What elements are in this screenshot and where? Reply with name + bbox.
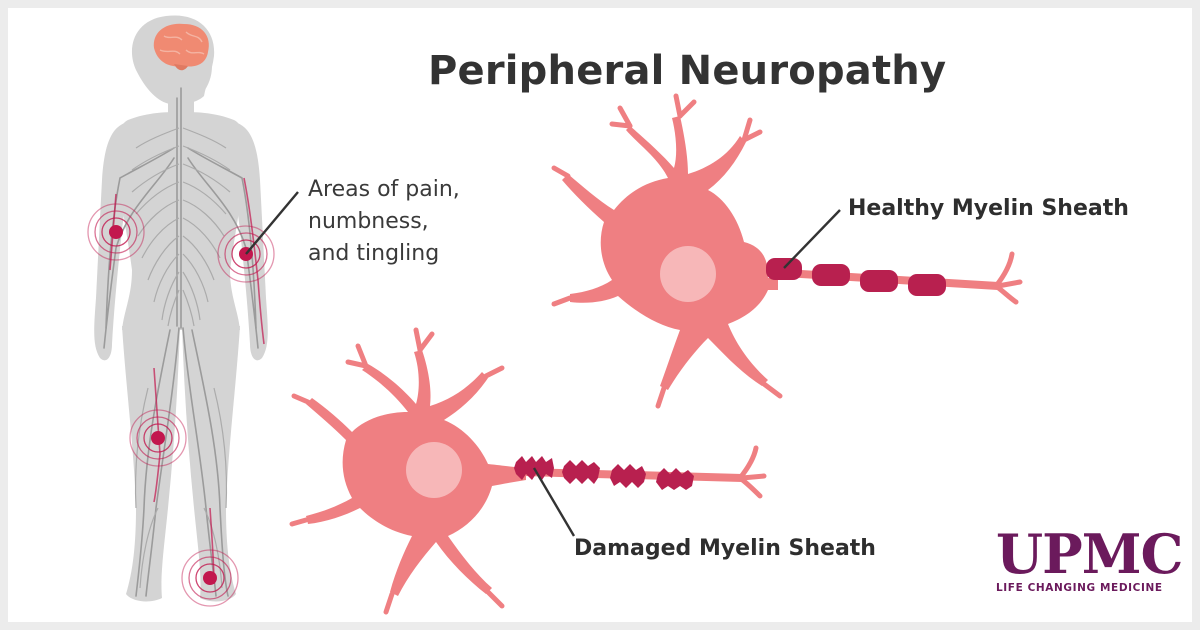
callout-line-2: numbness, xyxy=(308,209,429,234)
damaged-pointer xyxy=(532,467,576,537)
callout-line-3: and tingling xyxy=(308,241,440,266)
illustration xyxy=(87,15,1023,615)
brain-icon xyxy=(153,23,209,71)
damaged-myelin-label: Damaged Myelin Sheath xyxy=(574,536,876,561)
healthy-neuron-icon xyxy=(551,93,1023,409)
healthy-pointer xyxy=(783,209,841,269)
infographic: Peripheral Neuropathy Areas of pain, num… xyxy=(8,8,1192,622)
symptom-callout: Areas of pain, numbness, and tingling xyxy=(308,174,528,270)
damaged-neuron-icon xyxy=(289,327,767,615)
callout-pointer xyxy=(245,191,299,255)
page-title: Peripheral Neuropathy xyxy=(428,48,947,94)
human-body-nervous-system-icon xyxy=(94,15,268,602)
logo-tagline: LIFE CHANGING MEDICINE xyxy=(996,582,1163,594)
healthy-myelin-label: Healthy Myelin Sheath xyxy=(848,196,1129,221)
callout-line-1: Areas of pain, xyxy=(308,177,460,202)
upmc-logo: UPMC LIFE CHANGING MEDICINE xyxy=(996,522,1183,594)
logo-wordmark: UPMC xyxy=(996,522,1183,586)
